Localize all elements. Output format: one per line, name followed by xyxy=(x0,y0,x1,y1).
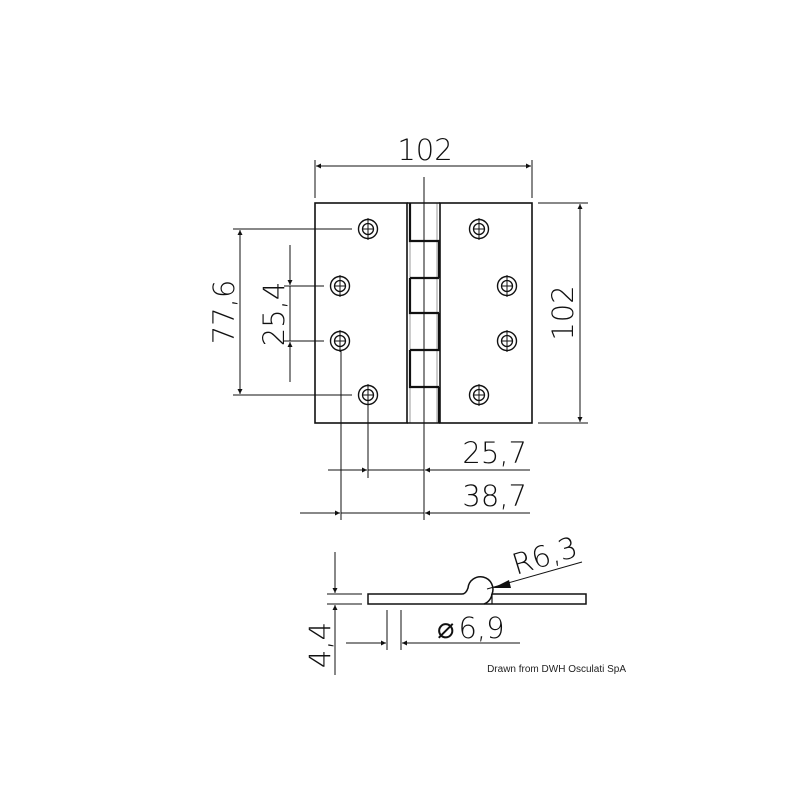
screw-hole-icon xyxy=(496,329,518,353)
diameter-icon: ⌀ xyxy=(437,611,454,645)
dim-outer-hole-offset-label: 38,7 xyxy=(462,479,527,513)
dim-inner-hole-offset-label: 25,7 xyxy=(462,436,527,470)
screw-hole-icon xyxy=(357,217,379,241)
credit-text: Drawn from DWH Osculati SpA xyxy=(487,664,626,675)
dim-overall-height xyxy=(538,202,588,424)
left-leaf xyxy=(314,202,408,424)
dim-overall-height-label: 102 xyxy=(546,285,580,340)
dim-overall-width-label: 102 xyxy=(397,133,452,167)
screw-hole-icon xyxy=(496,274,518,298)
screw-hole-icon xyxy=(329,329,351,353)
dim-inner-hole-spacing-label: 25,4 xyxy=(257,282,291,347)
dim-hole-diameter-label: ⌀6,9 xyxy=(437,611,505,645)
dim-outer-hole-spacing-label: 77,6 xyxy=(207,280,241,345)
side-profile xyxy=(367,576,587,605)
dim-knuckle-radius-label: R6,3 xyxy=(508,530,581,582)
screw-hole-icon xyxy=(357,383,379,407)
dim-inner-hole-spacing xyxy=(284,245,324,382)
side-view: R6,3 4,4 ⌀6,9 xyxy=(303,530,587,675)
dim-outer-hole-spacing xyxy=(233,228,352,396)
dim-thickness xyxy=(327,552,362,675)
dim-thickness-label: 4,4 xyxy=(303,622,337,668)
screw-hole-icon xyxy=(468,217,490,241)
screw-hole-icon xyxy=(329,274,351,298)
front-view: 102 102 77,6 25,4 xyxy=(207,133,588,520)
dim-hole-diameter xyxy=(346,610,520,650)
dim-overall-width xyxy=(314,160,533,198)
screw-hole-icon xyxy=(468,383,490,407)
extension-lines xyxy=(340,350,369,520)
